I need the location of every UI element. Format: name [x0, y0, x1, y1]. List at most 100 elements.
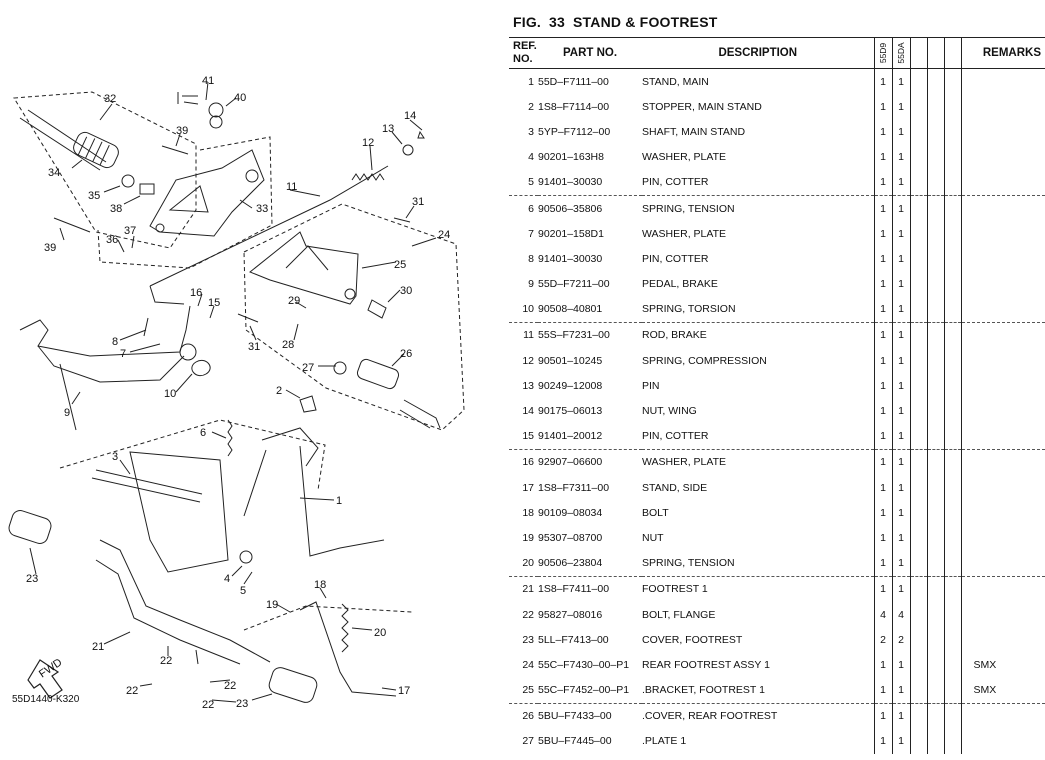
washer-shape [121, 174, 135, 188]
footrest-shaft-shape [19, 109, 107, 171]
remarks-cell [960, 398, 1045, 424]
ref-no-cell: 27 [522, 735, 534, 748]
blank-cell [943, 475, 961, 501]
qty-model-1-cell: 1 [873, 94, 892, 120]
exploded-parts-diagram: FWD 41 40 32 39 14 13 12 34 35 38 33 11 … [8, 75, 465, 711]
blank-cell [943, 373, 961, 399]
ref-no-cell: 15 [522, 430, 534, 443]
blank-cell [926, 525, 944, 551]
callout-12: 12 [362, 137, 374, 149]
qty-model-2-cell: 1 [891, 296, 910, 323]
blank-cell [943, 119, 961, 145]
rear-footrest-rubber-shape [356, 358, 400, 390]
header-blank-1 [909, 37, 927, 69]
description-cell: REAR FOOTREST ASSY 1 [642, 658, 770, 671]
qty-model-2-cell: 1 [891, 500, 910, 526]
blank-cell [943, 627, 961, 653]
part-no-cell: 91401–20012 [538, 430, 603, 443]
qty-model-2-cell: 1 [891, 221, 910, 247]
qty-model-1-cell: 1 [873, 321, 892, 349]
blank-cell [909, 702, 927, 729]
ref-no-cell: 17 [522, 481, 534, 494]
header-model-2: 55DA [891, 37, 910, 69]
qty-model-2-cell: 1 [891, 373, 910, 399]
callout-14: 14 [404, 110, 416, 122]
part-no-cell: 90506–35806 [538, 194, 642, 222]
blank-cell [943, 398, 961, 424]
qty-model-1-cell: 1 [873, 448, 892, 475]
blank-cell [943, 271, 961, 297]
blank-cell [926, 423, 944, 450]
description-cell: NUT, WING [642, 405, 697, 418]
header-model-1: 55D9 [873, 37, 892, 69]
description-cell: PIN, COTTER [642, 252, 709, 265]
blank-cell [926, 702, 944, 729]
ref-no-cell: 19 [522, 531, 534, 544]
blank-cell [909, 627, 927, 653]
blank-cell [909, 525, 927, 551]
callout-8: 8 [112, 336, 118, 348]
remarks-cell [960, 119, 1045, 145]
header-remarks: REMARKS [960, 37, 1045, 69]
blank-cell [909, 194, 927, 222]
blank-cell [943, 550, 961, 577]
ref-no-cell: 7 [528, 227, 534, 240]
blank-cell [926, 271, 944, 297]
qty-model-1-cell: 1 [873, 271, 892, 297]
qty-model-2-cell: 4 [891, 601, 910, 628]
group-box-main-stand [59, 419, 326, 491]
ref-no-cell: 5 [528, 176, 534, 189]
callout-39b: 39 [44, 242, 56, 254]
qty-model-1-cell: 1 [873, 702, 892, 729]
blank-cell [943, 68, 961, 95]
part-no-cell: 90109–08034 [538, 506, 603, 519]
blank-cell [909, 373, 927, 399]
front-footrest-rubber-right-shape [268, 667, 318, 703]
main-stand-top-shape [261, 427, 319, 467]
part-no-cell: 55D–F7211–00 [538, 278, 610, 291]
remarks-cell [960, 448, 1045, 475]
collar-40-shape [208, 102, 224, 118]
callout-9: 9 [64, 407, 70, 419]
torsion-spring-shape [191, 360, 211, 376]
qty-model-1-cell: 1 [873, 119, 892, 145]
remarks-cell [960, 373, 1045, 399]
qty-model-1-cell: 1 [873, 550, 892, 577]
blank-cell [943, 652, 961, 678]
callout-29: 29 [288, 295, 300, 307]
blank-cell [926, 119, 944, 145]
callout-19: 19 [266, 599, 278, 611]
description-cell: .COVER, REAR FOOTREST [642, 702, 874, 729]
remarks-cell [960, 500, 1045, 526]
blank-cell [926, 68, 944, 95]
callout-21: 21 [92, 641, 104, 653]
ref-no-cell: 1 [528, 75, 534, 88]
callout-18: 18 [314, 579, 326, 591]
qty-model-1-cell: 1 [873, 677, 892, 704]
qty-model-2-cell: 1 [891, 119, 910, 145]
blank-cell [926, 627, 944, 653]
qty-model-1-cell: 1 [873, 144, 892, 170]
callout-4: 4 [224, 573, 230, 585]
callout-7: 7 [120, 348, 126, 360]
remarks-cell [960, 321, 1045, 349]
callout-28: 28 [282, 339, 294, 351]
qty-model-2-cell: 1 [891, 169, 910, 196]
blank-cell [909, 475, 927, 501]
qty-model-2-cell: 1 [891, 550, 910, 577]
header-blank-3 [943, 37, 961, 69]
blank-cell [926, 94, 944, 120]
wing-nut-shape [417, 130, 425, 139]
main-stand-legs-shape [243, 445, 385, 557]
